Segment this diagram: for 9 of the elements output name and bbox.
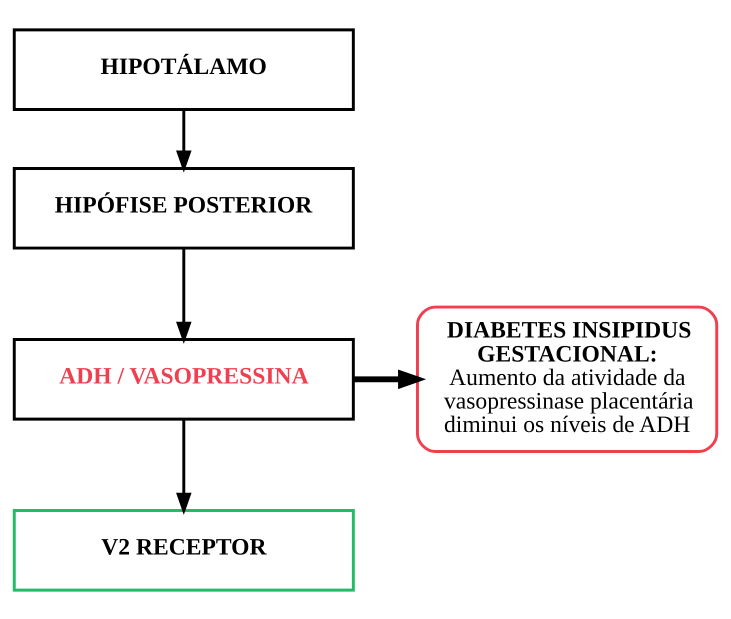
node-box: HIPOTÁLAMO: [12, 28, 355, 110]
node-box: ADH / VASOPRESSINA: [12, 338, 355, 420]
node-box: V2 RECEPTOR: [12, 508, 355, 592]
arrow: [176, 109, 192, 172]
node-box: DIABETES INSIPIDUS GESTACIONAL: Aumento da atividade da vasopressinase placentária diminui os níveis de ADH: [416, 305, 718, 452]
arrow: [176, 248, 192, 344]
arrow: [353, 368, 426, 389]
node-box: HIPÓFISE POSTERIOR: [12, 166, 355, 250]
arrow: [176, 418, 192, 514]
